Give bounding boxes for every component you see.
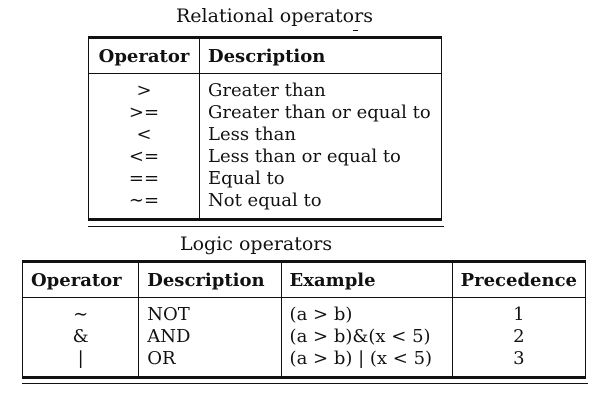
operator-cell: > xyxy=(88,73,200,102)
table-bottom-rule xyxy=(22,383,588,384)
description-cell: OR xyxy=(138,348,282,378)
table-row: >= Greater than or equal to xyxy=(88,102,442,124)
table-header-row: Operator Description xyxy=(88,37,442,74)
table-row: ∼= Not equal to xyxy=(88,190,442,220)
table-header-row: Operator Description Example Precedence xyxy=(22,261,586,298)
description-cell: Greater than or equal to xyxy=(208,102,431,123)
logic-operators-caption: Logic operators xyxy=(180,233,333,255)
description-cell: NOT xyxy=(138,297,282,326)
description-cell: Less than xyxy=(208,124,296,145)
operator-cell: & xyxy=(22,326,140,348)
logic-operators-table: Operator Description Example Precedence … xyxy=(22,260,586,379)
table-row: == Equal to xyxy=(88,168,442,190)
relational-operators-table: Operator Description > Greater than >= G… xyxy=(88,36,442,221)
description-cell: Less than or equal to xyxy=(208,146,401,167)
example-cell: (a > b) xyxy=(281,297,453,326)
precedence-cell: 2 xyxy=(513,326,525,347)
description-cell: AND xyxy=(138,326,282,348)
description-cell: Not equal to xyxy=(208,190,322,211)
precedence-cell: 3 xyxy=(513,348,525,369)
operator-cell: ∼= xyxy=(88,190,200,220)
operator-cell: >= xyxy=(88,102,200,124)
table-row: < Less than xyxy=(88,124,442,146)
column-header-precedence: Precedence xyxy=(460,269,577,291)
description-cell: Equal to xyxy=(208,168,285,189)
operator-cell: <= xyxy=(88,146,200,168)
precedence-cell: 1 xyxy=(513,304,525,325)
table-row: ∼ NOT (a > b) 1 xyxy=(22,297,586,326)
description-cell: Greater than xyxy=(208,80,326,101)
column-header-operator: Operator xyxy=(22,261,140,298)
example-cell: (a > b)&(x < 5) xyxy=(281,326,453,348)
table-row: <= Less than or equal to xyxy=(88,146,442,168)
operator-cell: ∼ xyxy=(22,297,140,326)
operator-cell: == xyxy=(88,168,200,190)
operator-cell: < xyxy=(88,124,200,146)
column-header-description: Description xyxy=(138,261,282,298)
column-header-operator: Operator xyxy=(88,37,200,74)
operator-cell: | xyxy=(22,348,140,378)
example-cell: (a > b) | (x < 5) xyxy=(281,348,453,378)
table-bottom-rule xyxy=(88,226,444,227)
column-header-description: Description xyxy=(208,45,326,67)
table-row: | OR (a > b) | (x < 5) 3 xyxy=(22,348,586,378)
table-row: & AND (a > b)&(x < 5) 2 xyxy=(22,326,586,348)
caption-mark xyxy=(353,30,358,31)
relational-operators-caption: Relational operators xyxy=(176,5,373,27)
table-row: > Greater than xyxy=(88,73,442,102)
column-header-example: Example xyxy=(281,261,453,298)
